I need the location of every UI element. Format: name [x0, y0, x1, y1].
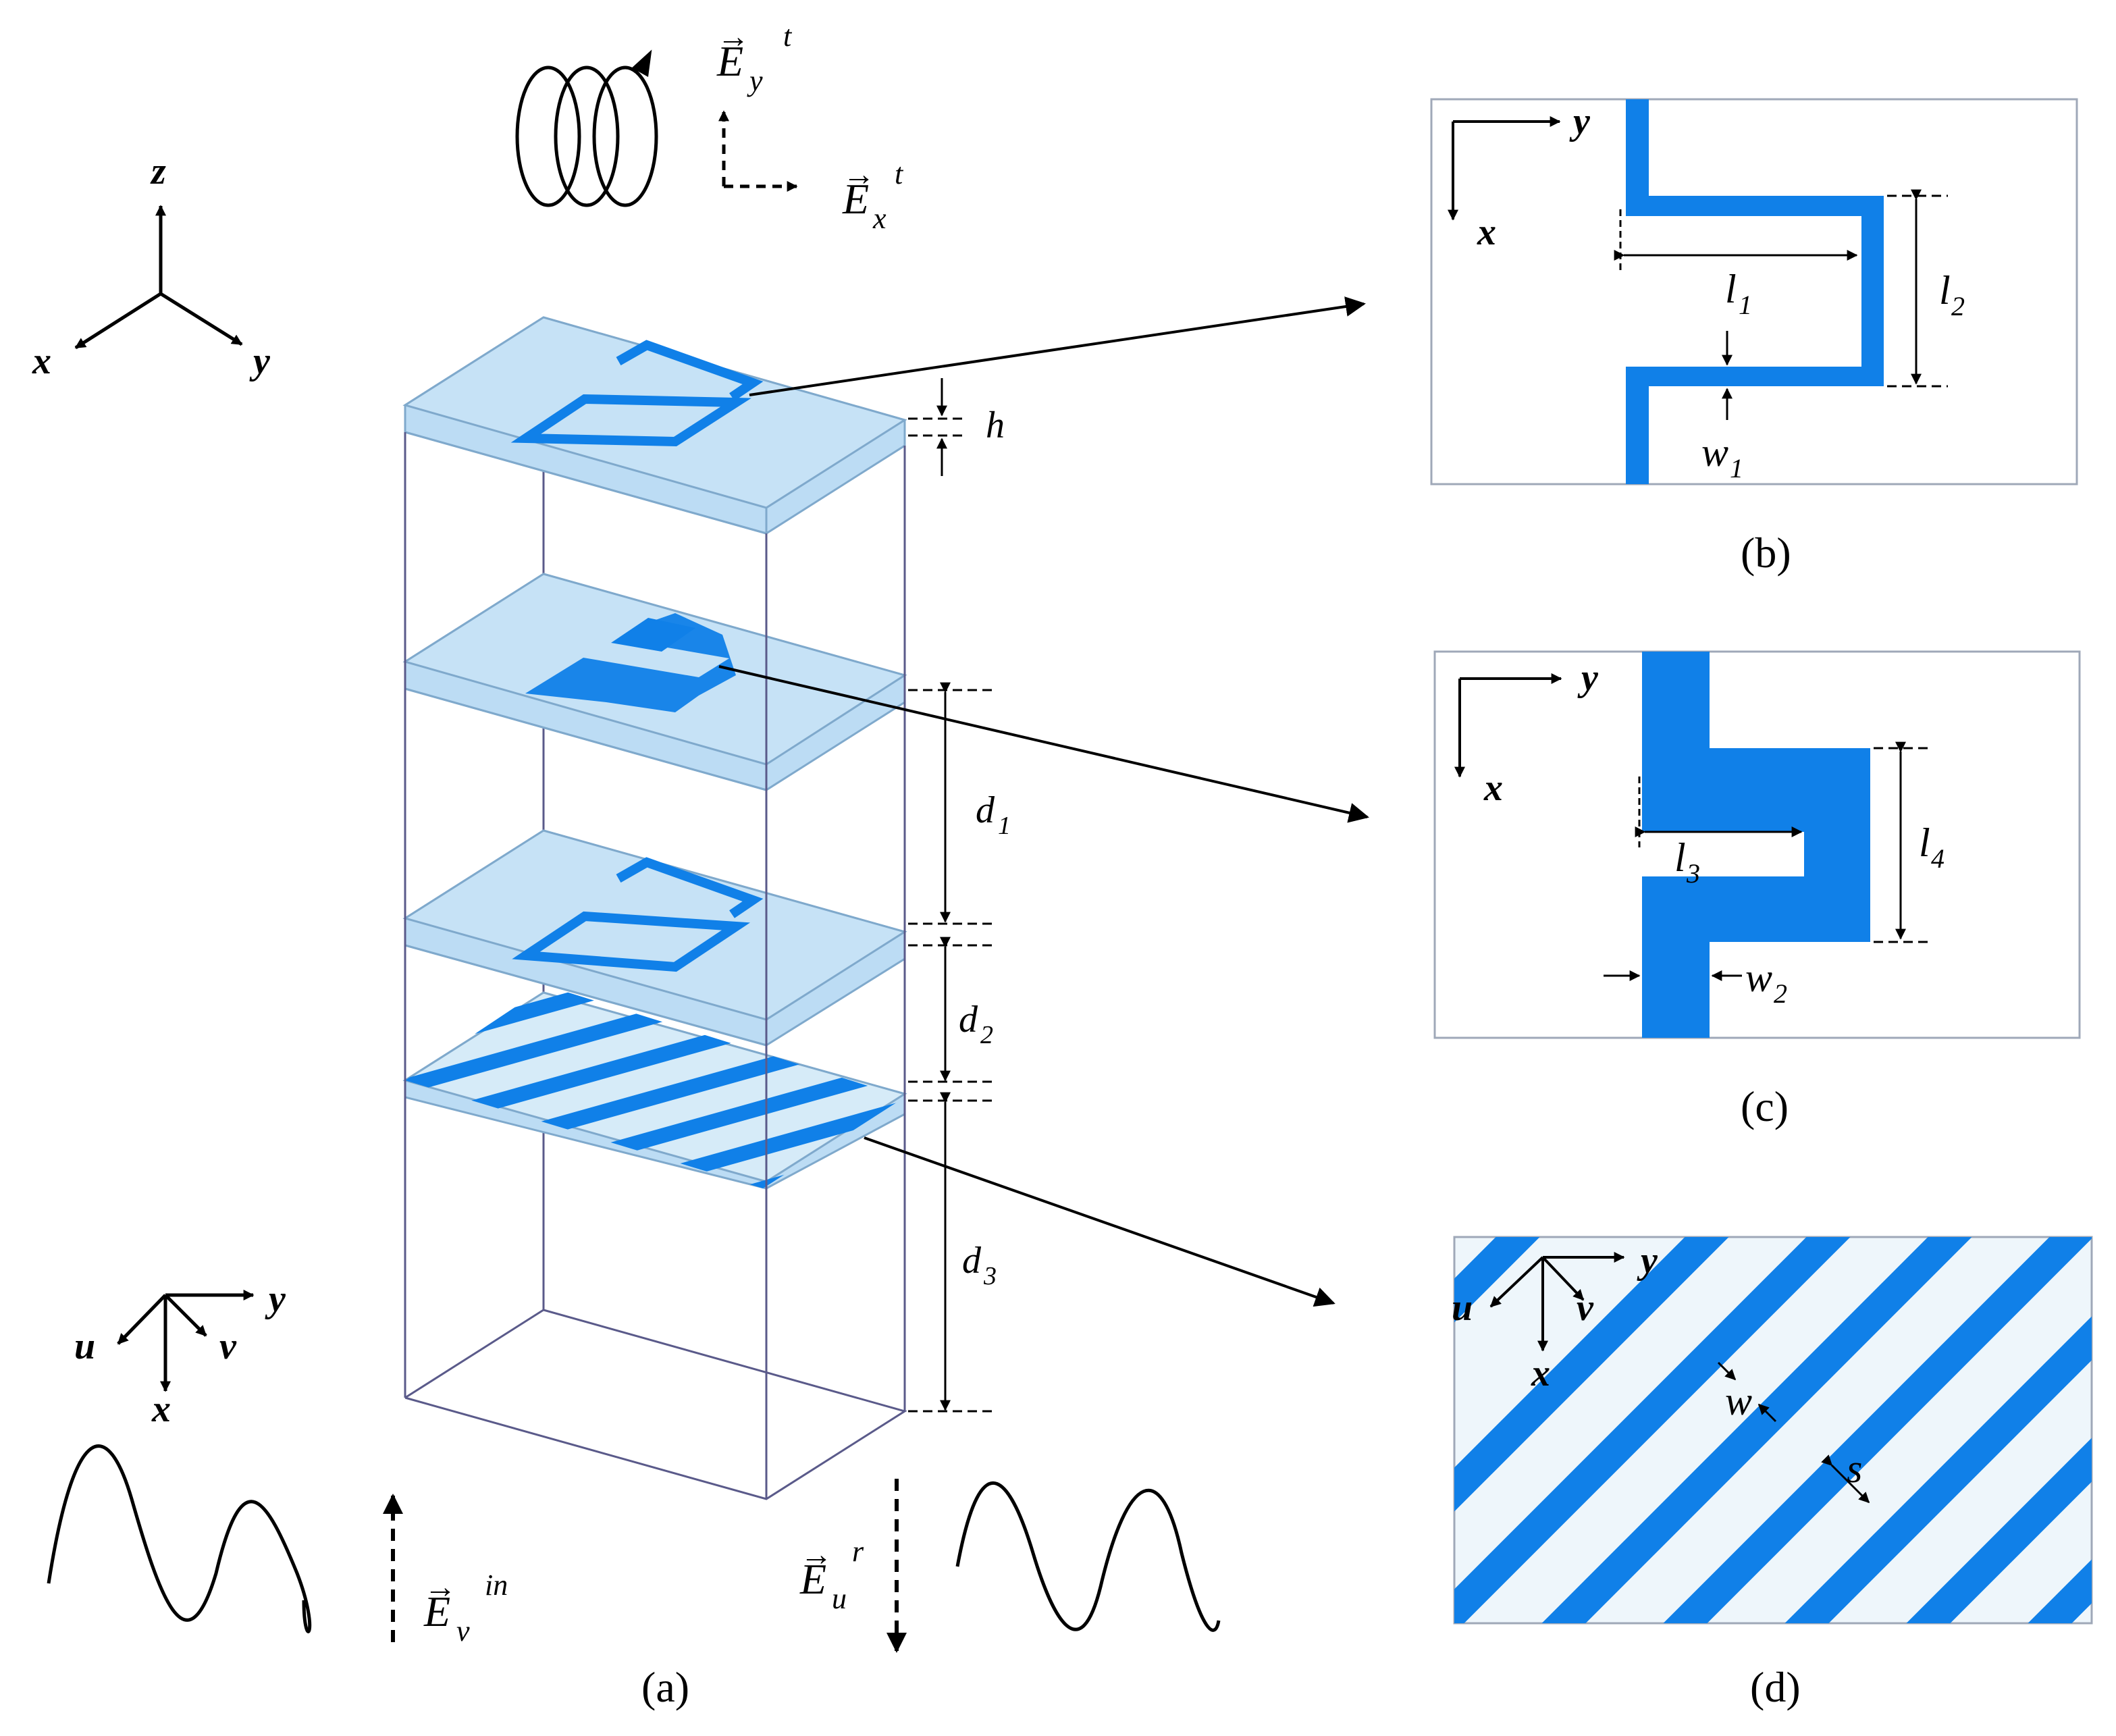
panel-b-axis-x: x [1477, 211, 1496, 253]
axis-x2-label: x [151, 1388, 171, 1430]
svg-text:u: u [832, 1582, 847, 1615]
svg-text:l: l [1674, 835, 1686, 880]
svg-text:r: r [852, 1535, 864, 1568]
svg-text:E: E [716, 37, 743, 85]
caption-d: (d) [1750, 1663, 1801, 1711]
svg-text:l: l [1919, 820, 1930, 865]
substrate-layer-2 [402, 573, 907, 791]
axis-v-label: v [219, 1325, 237, 1367]
panel-d-axis-x: x [1531, 1352, 1550, 1394]
svg-text:d: d [976, 789, 995, 831]
svg-text:E: E [423, 1587, 450, 1635]
svg-text:w: w [1701, 430, 1728, 475]
svg-text:→: → [717, 19, 749, 55]
dim-d3-label: d 3 [962, 1240, 997, 1290]
svg-text:2: 2 [1774, 978, 1787, 1009]
svg-text:1: 1 [1730, 453, 1743, 483]
svg-text:t: t [783, 20, 793, 53]
panel-c-l3-label: l 3 [1674, 835, 1700, 889]
reflected-sine-wave-icon [955, 1481, 1221, 1632]
substrate-layer-3 [402, 829, 907, 1047]
svg-text:v: v [456, 1614, 470, 1648]
panel-d-axis-v: v [1577, 1287, 1594, 1329]
e-transmit-y-label: E → y t [716, 19, 793, 97]
unit-cell-3d-stack [402, 316, 907, 1500]
dim-d2-label: d 2 [959, 999, 993, 1049]
caption-b: (b) [1741, 529, 1791, 577]
panel-c-w2-label: w 2 [1745, 955, 1787, 1009]
panel-d-axis-y: y [1637, 1240, 1658, 1282]
panel-d-s-label: s [1847, 1446, 1862, 1491]
svg-text:→: → [800, 1537, 832, 1573]
panel-c-axis-y: y [1577, 657, 1599, 699]
svg-text:2: 2 [980, 1021, 993, 1049]
panel-c-l4-label: l 4 [1919, 820, 1945, 874]
panel-b-l2-label: l 2 [1939, 268, 1965, 321]
axis-z-label: z [150, 151, 166, 192]
axis-y2-label: y [265, 1278, 286, 1320]
e-transmit-x-label: E → x t [842, 157, 904, 235]
panel-b-axis-y: y [1569, 101, 1591, 142]
svg-text:d: d [959, 999, 978, 1041]
xyz-axes-icon: z x y [32, 151, 271, 382]
uv-axes-icon: y u v x [74, 1278, 286, 1430]
svg-text:→: → [843, 157, 875, 192]
axis-x-label: x [32, 340, 51, 382]
e-reflected-label: E → u r [799, 1535, 864, 1615]
panel-b-l1-label: l 1 [1725, 267, 1752, 320]
svg-text:l: l [1725, 267, 1737, 311]
svg-text:4: 4 [1931, 843, 1945, 874]
substrate-layer-1 [402, 316, 907, 535]
incident-sine-wave-icon [47, 1444, 312, 1633]
svg-text:l: l [1939, 268, 1951, 313]
dim-d1-label: d 1 [976, 789, 1011, 840]
svg-text:3: 3 [1686, 858, 1700, 889]
svg-text:E: E [799, 1555, 826, 1603]
svg-text:3: 3 [983, 1262, 997, 1290]
svg-text:w: w [1745, 955, 1772, 1000]
panel-b-w1-label: w 1 [1701, 430, 1743, 483]
leader-arrows [718, 296, 1369, 1307]
svg-text:1: 1 [998, 812, 1011, 840]
svg-text:in: in [485, 1569, 508, 1602]
panel-d-axis-u: u [1452, 1287, 1473, 1329]
dimension-markers [908, 378, 993, 1413]
svg-text:2: 2 [1951, 291, 1965, 321]
axis-u-label: u [74, 1325, 95, 1367]
panel-c-second-layer-detail: y x l 3 l 4 w 2 [1433, 650, 2081, 1039]
dim-h-label: h [986, 404, 1005, 446]
panel-c-axis-x: x [1483, 767, 1503, 809]
svg-text:t: t [895, 157, 904, 190]
svg-text:y: y [747, 64, 763, 97]
transmitted-field-arrows [718, 110, 798, 192]
caption-c: (c) [1741, 1082, 1789, 1130]
axis-y-label: y [249, 340, 271, 382]
helix-polarization-icon [515, 49, 658, 207]
panel-b-first-layer-detail: y x l 1 l 2 w 1 [1430, 98, 2078, 485]
svg-text:→: → [424, 1569, 456, 1605]
svg-text:E: E [842, 175, 869, 223]
e-incident-label: E → v in [423, 1569, 508, 1648]
panel-d-grating-detail: y u v x w s [1452, 1236, 2093, 1625]
svg-text:d: d [962, 1240, 982, 1282]
caption-a: (a) [641, 1663, 689, 1711]
svg-text:x: x [872, 202, 887, 235]
svg-text:1: 1 [1739, 290, 1752, 320]
panel-d-w-label: w [1725, 1379, 1752, 1423]
